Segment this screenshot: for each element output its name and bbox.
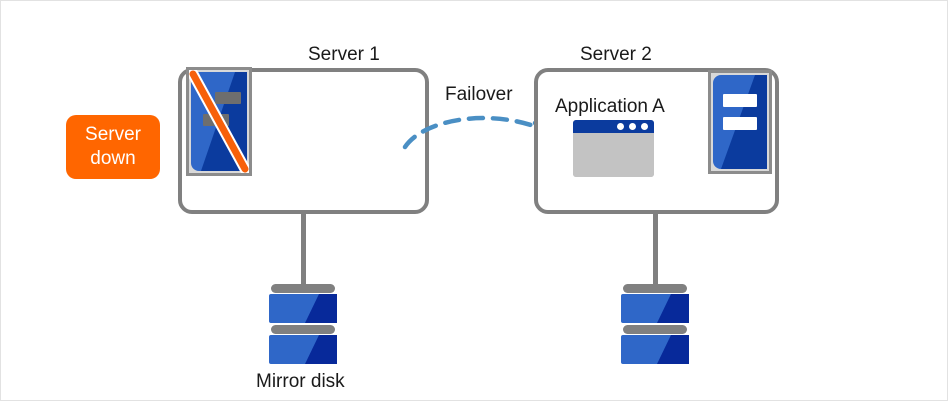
mirror-disk-label: Mirror disk — [256, 371, 345, 392]
badge-line-1: Server — [85, 124, 141, 146]
badge-line-2: down — [90, 148, 136, 169]
application-window-body — [573, 133, 654, 177]
server-2-title: Server 2 — [580, 44, 652, 65]
server-down-badge: Server down — [66, 115, 160, 179]
failover-label: Failover — [445, 84, 513, 105]
mirror-disk-icon-left — [269, 284, 337, 364]
server-icon — [708, 70, 772, 174]
mirror-disk-icon-right — [621, 284, 689, 364]
window-dot-2 — [629, 123, 636, 130]
application-a-label: Application A — [555, 96, 665, 117]
window-dot-1 — [617, 123, 624, 130]
server-1-title: Server 1 — [308, 44, 380, 65]
server-1-disk-connector — [301, 214, 306, 288]
application-window-titlebar — [573, 120, 654, 133]
server-down-icon — [186, 67, 252, 176]
application-window-icon — [573, 120, 654, 177]
window-dot-3 — [641, 123, 648, 130]
server-2-disk-connector — [653, 214, 658, 288]
